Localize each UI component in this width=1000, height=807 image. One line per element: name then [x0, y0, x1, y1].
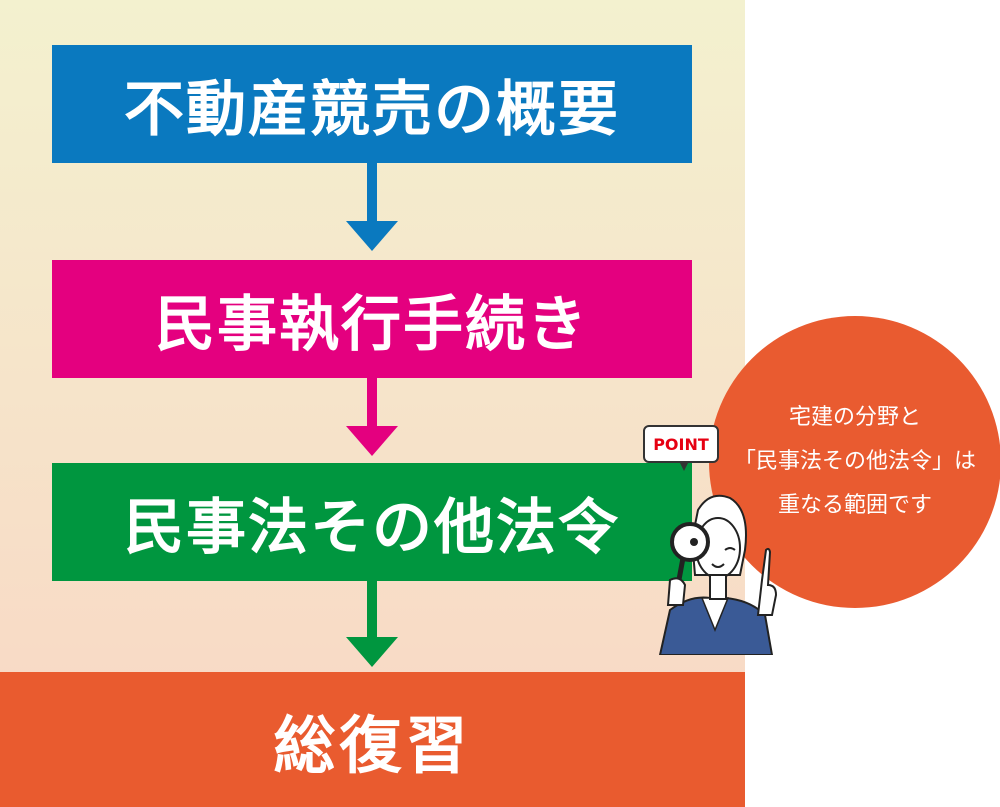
- callout-line: 「民事法その他法令」は: [733, 449, 976, 474]
- step-civil-law-other-laws: 民事法その他法令: [52, 463, 692, 581]
- callout-circle: 宅建の分野と 「民事法その他法令」は 重なる範囲です: [709, 316, 1000, 608]
- arrow-down-icon: [346, 563, 398, 667]
- step-real-estate-auction-overview: 不動産競売の概要: [52, 45, 692, 163]
- callout-line: 重なる範囲です: [777, 493, 932, 518]
- step-total-review: 総復習: [0, 672, 745, 807]
- point-badge: POINT: [643, 425, 719, 471]
- step-civil-execution-procedure: 民事執行手続き: [52, 260, 692, 378]
- callout-line: 宅建の分野と: [788, 405, 921, 430]
- woman-with-magnifier-illustration: [658, 494, 778, 655]
- arrow-down-icon: [346, 163, 398, 251]
- arrow-down-icon: [346, 378, 398, 456]
